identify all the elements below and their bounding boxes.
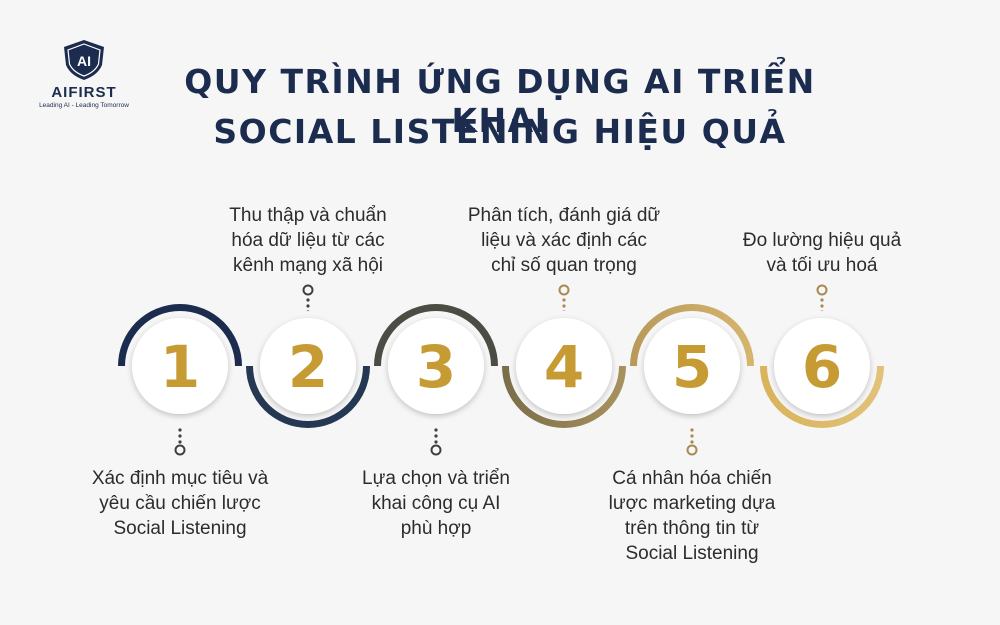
step-5: 5 bbox=[630, 304, 754, 421]
brand-logo: AI AIFIRST Leading AI - Leading Tomorrow bbox=[28, 38, 140, 109]
step-1-label: Xác định mục tiêu và yêu cầu chiến lược … bbox=[91, 468, 269, 539]
step-number: 2 bbox=[288, 333, 328, 401]
step-5-label: Cá nhân hóa chiến lược marketing dựa trê… bbox=[608, 468, 776, 564]
step-circle bbox=[132, 318, 228, 414]
page-title-line-1: QUY TRÌNH ỨNG DỤNG AI TRIỂN KHAI bbox=[184, 62, 816, 140]
page-title-line-2: SOCIAL LISTENING HIỆU QUẢ bbox=[213, 112, 787, 151]
step-2: 2 bbox=[246, 311, 370, 428]
step-number: 1 bbox=[160, 333, 200, 401]
step-6: 6 bbox=[760, 311, 884, 428]
step-number: 6 bbox=[802, 333, 842, 401]
logo-mark: AI bbox=[77, 53, 91, 69]
step-3-label: Lựa chọn và triển khai công cụ AI phù hợ… bbox=[362, 468, 510, 539]
step-6-label: Đo lường hiệu quả và tối ưu hoá bbox=[742, 230, 902, 276]
step-connector bbox=[302, 284, 314, 314]
connector-ring bbox=[686, 444, 698, 456]
brand-name: AIFIRST bbox=[51, 84, 117, 101]
step-4-label: Phân tích, đánh giá dữ liệu và xác định … bbox=[467, 205, 661, 276]
step-4: 4 bbox=[502, 311, 626, 428]
step-connector bbox=[174, 428, 186, 456]
connector-ring bbox=[816, 284, 828, 296]
step-number: 3 bbox=[416, 333, 456, 401]
step-connector bbox=[430, 428, 442, 456]
step-number: 5 bbox=[672, 333, 712, 401]
connector-ring bbox=[430, 444, 442, 456]
step-3: 3 bbox=[374, 304, 498, 421]
connector-ring bbox=[558, 284, 570, 296]
step-circle bbox=[516, 318, 612, 414]
step-circle bbox=[388, 318, 484, 414]
step-connector bbox=[558, 284, 570, 314]
step-2-label: Thu thập và chuẩn hóa dữ liệu từ các kên… bbox=[229, 205, 387, 276]
step-circle bbox=[644, 318, 740, 414]
shield-icon: AI bbox=[64, 40, 104, 80]
step-circle bbox=[260, 318, 356, 414]
step-connector bbox=[686, 428, 698, 456]
brand-tagline: Leading AI - Leading Tomorrow bbox=[39, 102, 129, 109]
step-1: 1 bbox=[118, 304, 242, 421]
connector-ring bbox=[302, 284, 314, 296]
connector-ring bbox=[174, 444, 186, 456]
step-circle bbox=[774, 318, 870, 414]
step-connector bbox=[816, 284, 828, 314]
step-number: 4 bbox=[544, 333, 584, 401]
